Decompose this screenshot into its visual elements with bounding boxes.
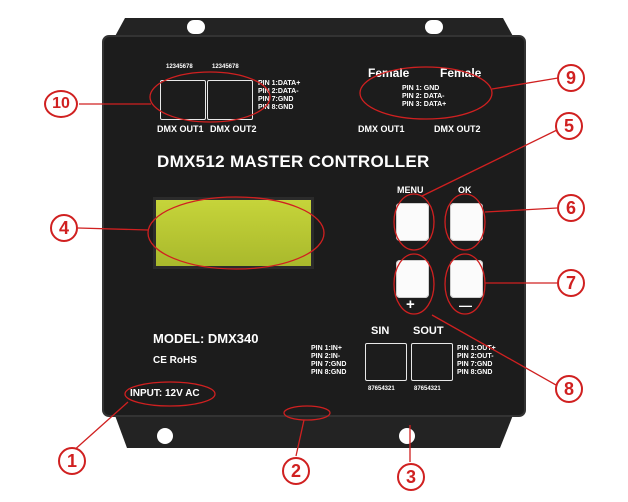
plus-label: +: [406, 296, 415, 313]
callout-2: 2: [282, 457, 310, 485]
callout-5: 5: [555, 112, 583, 140]
xlr-dmx-out2-label: DMX OUT2: [434, 124, 481, 134]
rj45-dmx-out1-label: DMX OUT1: [157, 124, 204, 134]
highlight-lcd: [147, 196, 325, 270]
highlight-input: [124, 381, 216, 407]
sin-rj45-port: [365, 343, 407, 381]
rj45-pin-numbers-2: 12345678: [212, 64, 239, 70]
callout-7: 7: [557, 269, 585, 297]
device-title: DMX512 MASTER CONTROLLER: [157, 152, 430, 171]
menu-label: MENU: [397, 185, 424, 195]
highlight-menu-button: [393, 193, 435, 251]
certification-label: CE RoHS: [153, 355, 197, 366]
highlight-xlr-pins: [359, 66, 493, 120]
callout-3: 3: [397, 463, 425, 491]
sin-jack-pins: 87654321: [368, 386, 395, 392]
sout-label: SOUT: [413, 325, 444, 337]
callout-8: 8: [555, 375, 583, 403]
sout-rj45-port: [411, 343, 453, 381]
device-body: [102, 18, 526, 448]
callout-1: 1: [58, 447, 86, 475]
xlr-female-right: Female: [440, 66, 482, 80]
minus-label: —: [459, 298, 472, 313]
dmx-out2-rj45-port: [207, 80, 253, 120]
lcd-display: [153, 197, 314, 269]
highlight-minus-button: [444, 253, 486, 315]
sout-jack-pins: 87654321: [414, 386, 441, 392]
ok-button[interactable]: [450, 203, 483, 241]
input-voltage-label: INPUT: 12V AC: [130, 388, 200, 399]
menu-button[interactable]: [396, 203, 429, 241]
plus-button[interactable]: [396, 260, 429, 298]
highlight-rj45-outputs: [149, 71, 271, 123]
callout-9: 9: [557, 64, 585, 92]
rj45-pin-numbers-1: 12345678: [166, 64, 193, 70]
model-label: MODEL: DMX340: [153, 331, 259, 346]
highlight-plus-button: [393, 253, 435, 315]
ok-label: OK: [458, 185, 472, 195]
minus-button[interactable]: [450, 260, 483, 298]
highlight-ok-button: [444, 193, 486, 251]
highlight-bottom-port: [283, 405, 331, 421]
rj45-dmx-out2-label: DMX OUT2: [210, 124, 257, 134]
callout-10: 10: [44, 90, 78, 118]
sin-label: SIN: [371, 325, 390, 337]
xlr-dmx-out1-label: DMX OUT1: [358, 124, 405, 134]
callout-6: 6: [557, 194, 585, 222]
callout-4: 4: [50, 214, 78, 242]
